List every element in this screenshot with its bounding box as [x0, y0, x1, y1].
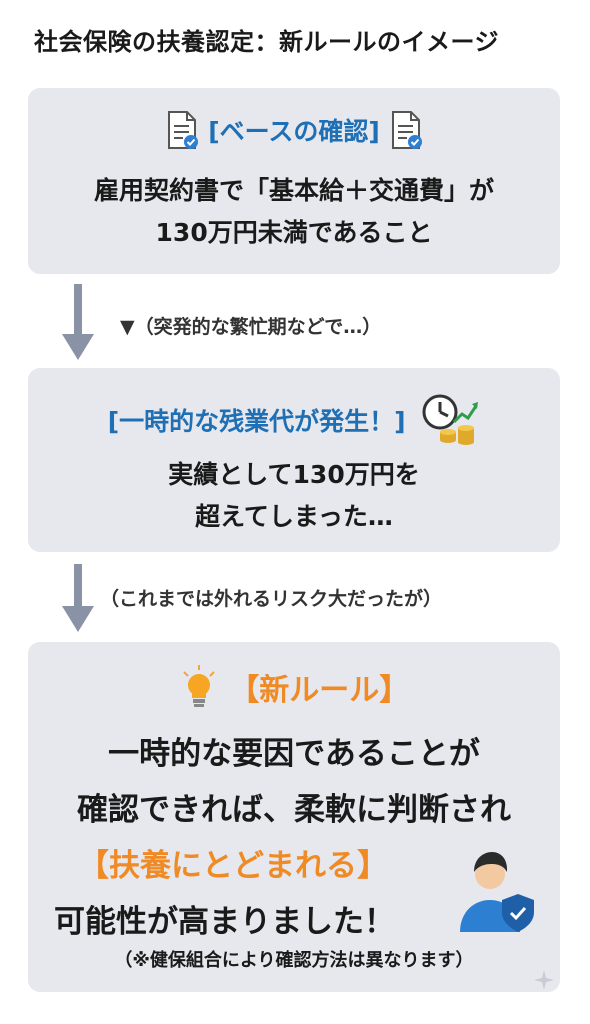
document-check-icon	[391, 111, 422, 149]
down-arrow-icon	[62, 284, 94, 360]
base-check-body: 雇用契約書で「基本給＋交通費」が 130万円未満であること	[28, 170, 560, 254]
new-rule-heading: 【新ルール】	[229, 673, 410, 708]
new-rule-body: 一時的な要因であることが 確認できれば、柔軟に判断され 【扶養にとどまれる】 可…	[28, 726, 560, 950]
document-check-icon	[168, 111, 199, 149]
new-rule-line: 可能性が高まりました！	[54, 904, 395, 940]
base-check-line: 130万円未満であること	[155, 218, 433, 247]
temporary-overtime-heading-row: [一時的な残業代が発生！]	[28, 392, 560, 448]
temporary-overtime-line: 実績として130万円を	[168, 460, 420, 489]
lightbulb-icon	[183, 665, 215, 707]
new-rule-footnote: （※健保組合により確認方法は異なります）	[114, 950, 474, 971]
temporary-overtime-card: [一時的な残業代が発生！] 実績として130万円を 超えてしまった…	[28, 368, 560, 552]
new-rule-line: 確認できれば、柔軟に判断され	[77, 792, 511, 828]
base-check-heading: [ベースの確認]	[208, 117, 380, 146]
new-rule-line: 一時的な要因であることが	[108, 736, 480, 772]
down-arrow-icon	[62, 564, 94, 632]
base-check-heading-row: [ベースの確認]	[28, 110, 560, 150]
clock-coins-growth-icon	[422, 394, 479, 445]
new-rule-heading-row: 【新ルール】	[28, 664, 560, 710]
arrow-note: （これまでは外れるリスク大だったが）	[100, 588, 443, 610]
person-shield-icon	[460, 852, 534, 932]
arrow-note: ▼（突発的な繁忙期などで…）	[120, 316, 382, 338]
page-title: 社会保険の扶養認定：新ルールのイメージ	[34, 28, 500, 56]
base-check-line: 雇用契約書で「基本給＋交通費」が	[93, 176, 494, 205]
temporary-overtime-heading: [一時的な残業代が発生！]	[107, 407, 406, 436]
new-rule-card: 【新ルール】 一時的な要因であることが 確認できれば、柔軟に判断され 【扶養にと…	[28, 642, 560, 992]
base-check-card: [ベースの確認] 雇用契約書で「基本給＋交通費」が 130万円未満であること	[28, 88, 560, 274]
new-rule-highlight: 【扶養にとどまれる】	[78, 848, 388, 884]
temporary-overtime-body: 実績として130万円を 超えてしまった…	[28, 454, 560, 538]
temporary-overtime-line: 超えてしまった…	[195, 502, 393, 531]
sparkle-icon	[534, 970, 554, 990]
